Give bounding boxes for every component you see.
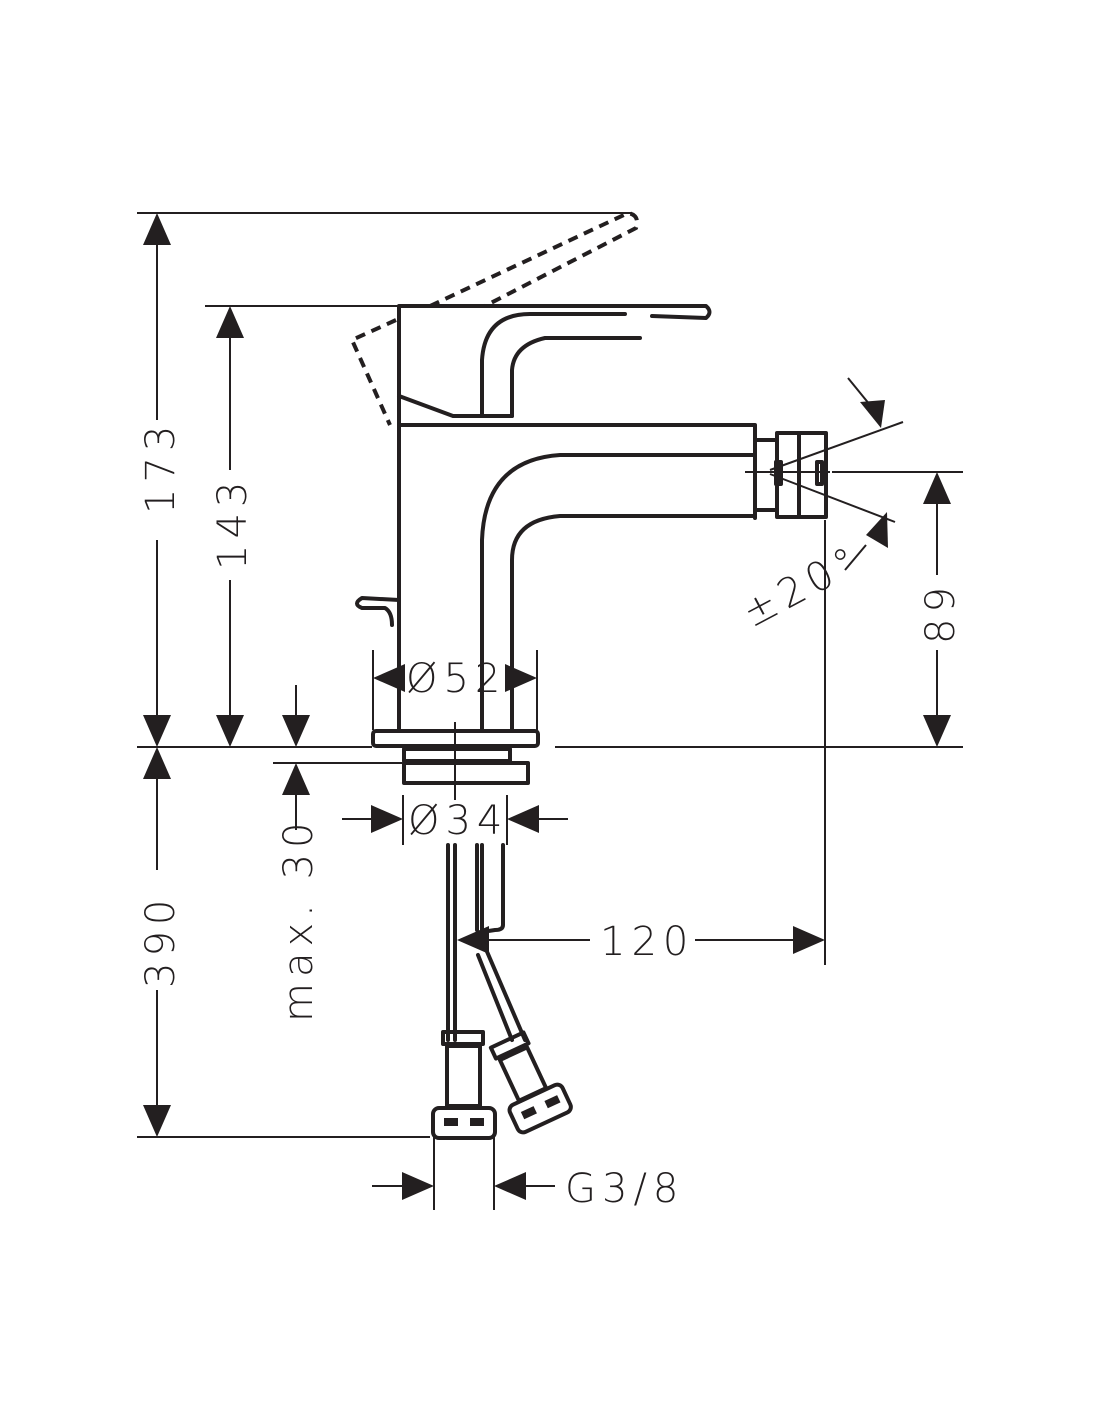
- extension-lines: [137, 212, 963, 1210]
- faucet-outline: [349, 210, 830, 1140]
- label-390: 390: [138, 894, 184, 988]
- dimension-390: 390: [138, 747, 184, 1137]
- label-diameter-34: Ø34: [408, 798, 508, 844]
- dimension-143: 143: [210, 306, 256, 747]
- label-g38: G3/8: [565, 1166, 684, 1212]
- dimension-120: 120: [457, 919, 825, 965]
- dimension-173: 173: [138, 213, 184, 747]
- dimension-diameter-34: Ø34: [342, 798, 568, 844]
- label-diameter-52: Ø52: [406, 656, 506, 702]
- label-max-30: max. 30: [276, 817, 322, 1022]
- dimension-max-30: max. 30: [276, 685, 322, 1022]
- dimension-89: 89: [918, 472, 964, 747]
- label-angle-20: ±20°: [735, 536, 870, 637]
- label-89: 89: [918, 581, 964, 644]
- dimension-g38: G3/8: [372, 1166, 684, 1212]
- label-143: 143: [210, 476, 256, 570]
- dimension-angle-20: ±20°: [735, 377, 904, 637]
- label-120: 120: [600, 919, 694, 965]
- label-173: 173: [138, 420, 184, 514]
